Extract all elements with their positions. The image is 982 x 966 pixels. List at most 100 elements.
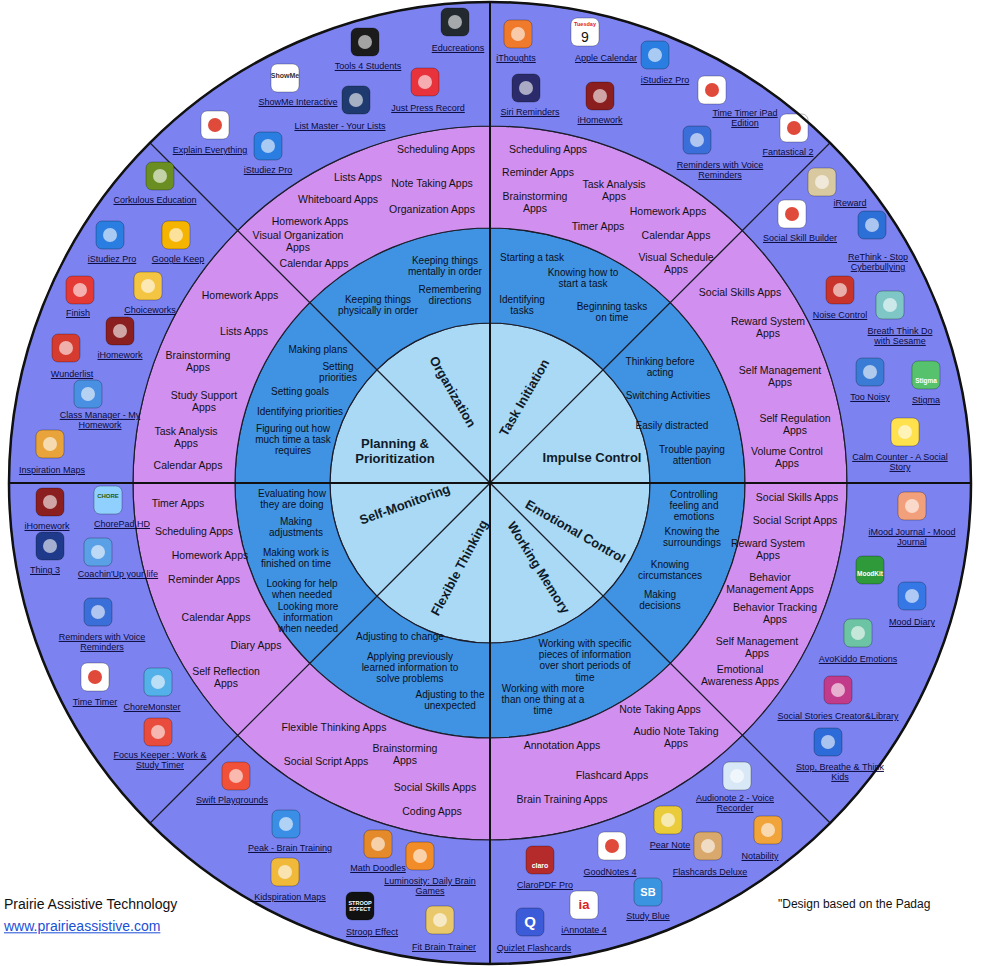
icon-glyph	[88, 670, 102, 684]
app-category: Scheduling Apps	[155, 526, 233, 538]
skill-text: Making plans	[289, 344, 348, 355]
icon-glyph	[448, 15, 462, 29]
app-category: Scheduling Apps	[509, 144, 587, 156]
app-icon	[406, 842, 434, 870]
icon-glyph	[815, 175, 829, 189]
app-name: Math Doodles	[350, 863, 406, 873]
app-category: Annotation Apps	[524, 740, 600, 752]
app-name: Social Stories Creator&Library	[777, 711, 898, 721]
icon-glyph	[371, 837, 385, 851]
app-name: Choiceworks	[124, 305, 176, 315]
icon-tile	[406, 842, 434, 870]
app-name: ShowMe Interactive	[258, 97, 337, 107]
app-icon	[74, 380, 102, 408]
icon-glyph	[91, 605, 105, 619]
icon-glyph	[208, 118, 222, 132]
app-icon	[504, 20, 532, 48]
app-icon	[106, 317, 134, 345]
app-category: Audio Note Taking Apps	[629, 726, 724, 750]
app-icon	[96, 221, 124, 249]
icon-tile	[134, 272, 162, 300]
icon-tile	[814, 728, 842, 756]
app-icon	[222, 762, 250, 790]
app-icon	[654, 806, 682, 834]
app-name: Class Manager - My Homework	[50, 410, 150, 430]
app-icon	[891, 418, 919, 446]
icon-text: SB	[640, 886, 655, 898]
app-name: ChoreMonster	[123, 702, 180, 712]
icon-glyph	[690, 133, 704, 147]
icon-tile	[36, 430, 64, 458]
app-icon	[81, 663, 109, 691]
icon-glyph	[701, 839, 715, 853]
app-category: Reward System Apps	[726, 538, 811, 562]
skill-text: Easily distracted	[636, 420, 709, 431]
icon-glyph	[418, 75, 432, 89]
app-name: Stroop Effect	[346, 927, 398, 937]
skill-text: Looking more information when needed	[275, 601, 341, 635]
app-name: Time Timer	[73, 697, 118, 707]
app-category: Social Script Apps	[284, 756, 369, 768]
icon-tile	[824, 676, 852, 704]
app-category: Reward System Apps	[728, 316, 808, 340]
icon-tile	[694, 832, 722, 860]
app-name: iStudiez Pro	[244, 165, 293, 175]
app-name: Luminosity: Daily Brain Games	[380, 876, 480, 896]
icon-glyph	[785, 207, 799, 221]
skill-text: Beginning tasks on time	[572, 301, 652, 323]
app-name: Time Timer iPad Edition	[705, 108, 785, 128]
app-category: Note Taking Apps	[391, 178, 473, 190]
app-icon	[144, 668, 172, 696]
icon-glyph	[103, 228, 117, 242]
icon-tile	[426, 906, 454, 934]
app-name: Fit Brain Trainer	[412, 942, 476, 952]
icon-tile	[144, 668, 172, 696]
app-icon	[858, 211, 886, 239]
icon-tile	[856, 358, 884, 386]
icon-tile	[222, 762, 250, 790]
app-icon	[844, 619, 872, 647]
icon-glyph	[433, 913, 447, 927]
skill-text: Starting a task	[500, 252, 564, 263]
icon-glyph	[59, 341, 73, 355]
skill-text: Setting priorities	[313, 361, 363, 383]
icon-tile	[912, 361, 940, 389]
skill-text: Adjusting to change	[356, 631, 444, 642]
app-icon	[254, 132, 282, 160]
icon-glyph	[73, 283, 87, 297]
app-category: Self Management Apps	[707, 636, 807, 660]
app-name: Google Keep	[152, 254, 205, 264]
icon-tile	[66, 276, 94, 304]
app-icon	[641, 41, 669, 69]
app-category: Homework Apps	[272, 216, 348, 228]
app-icon	[754, 816, 782, 844]
app-category: Brainstorming Apps	[495, 191, 575, 215]
app-name: Flashcards Deluxe	[673, 867, 748, 877]
icon-glyph	[43, 539, 57, 553]
icon-glyph	[787, 121, 801, 135]
icon-tile	[162, 221, 190, 249]
icon-glyph	[821, 735, 835, 749]
icon-tile	[146, 162, 174, 190]
app-category: Diary Apps	[231, 640, 282, 652]
icon-text: ShowMe	[271, 72, 299, 80]
app-name: iHomework	[577, 115, 622, 125]
app-icon	[694, 832, 722, 860]
function-name: Impulse Control	[543, 451, 642, 466]
app-category: Note Taking Apps	[619, 704, 701, 716]
icon-tile	[723, 762, 751, 790]
icon-glyph	[593, 89, 607, 103]
app-category: Scheduling Apps	[397, 144, 475, 156]
wedge-outline	[742, 143, 971, 483]
icon-tile	[84, 598, 112, 626]
app-name: Reminders with Voice Reminders	[52, 632, 152, 652]
icon-glyph	[519, 81, 533, 95]
skill-text: Making adjustments	[261, 516, 331, 538]
icon-tile	[808, 168, 836, 196]
icon-tile	[512, 74, 540, 102]
app-category: Self Management Apps	[733, 365, 828, 389]
icon-tile	[891, 418, 919, 446]
app-icon	[856, 358, 884, 386]
icon-tile	[641, 41, 669, 69]
